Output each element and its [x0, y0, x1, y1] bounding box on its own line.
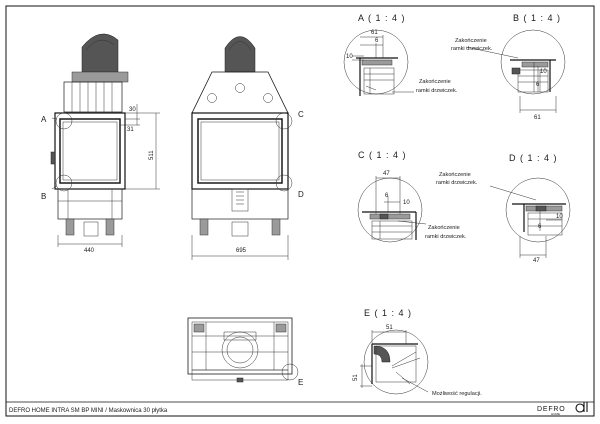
detail-C-dim-6: 6 [385, 193, 389, 199]
footer-caption: DEFRO HOME INTRA SM BP MINI / Maskownica… [9, 408, 168, 414]
front-height-dim: 511 [149, 150, 155, 160]
callout-circle-D [275, 174, 293, 192]
detail-E-dim-side: 51 [353, 374, 359, 381]
front-callout-B: B [41, 192, 46, 201]
top-view [187, 317, 299, 383]
detail-B-dim-6: 6 [536, 82, 540, 88]
front-width-dim: 440 [84, 248, 95, 254]
detail-D-dim-6: 6 [538, 224, 542, 230]
detail-E-title: E ( 1 : 4 ) [364, 308, 412, 318]
detail-E-dim-top: 51 [386, 325, 393, 331]
front-view [50, 33, 160, 247]
detail-A-title: A ( 1 : 4 ) [358, 13, 406, 23]
callout-circle-B [55, 174, 73, 192]
detail-C-dim-47: 47 [383, 171, 390, 177]
detail-C-note-line1: Zakończenie [428, 225, 460, 231]
detail-D-dim-47: 47 [533, 258, 540, 264]
detail-B-title: B ( 1 : 4 ) [513, 13, 561, 23]
detail-B-note-line1: Zakończenie [455, 38, 487, 44]
brand-logo-icon [575, 402, 588, 413]
detail-D [489, 177, 571, 258]
detail-A-dim-61: 61 [371, 30, 378, 36]
callout-circle-A [55, 112, 73, 130]
side-callout-C: C [298, 110, 304, 119]
detail-B-note-line2: ramki drzwiczek. [451, 46, 493, 52]
detail-B-dim-10: 10 [540, 69, 547, 75]
detail-C [357, 176, 427, 243]
detail-C-dim-10: 10 [403, 200, 410, 206]
detail-B [465, 29, 566, 113]
detail-A [343, 29, 414, 96]
front-callout-A: A [41, 115, 47, 124]
detail-A-note-line1: Zakończenie [419, 79, 451, 85]
detail-D-title: D ( 1 : 4 ) [509, 153, 558, 163]
detail-E-note: Możliwość regulacji. [432, 391, 482, 397]
detail-C-note-line2: ramki drzwiczek. [425, 234, 467, 240]
brand-logo-text: DEFRO [537, 406, 566, 413]
detail-B-dim-61: 61 [534, 115, 541, 121]
detail-A-dim-10: 10 [346, 54, 353, 60]
callout-circle-E [281, 363, 299, 381]
detail-D-note-line1: Zakończenie [439, 172, 471, 178]
side-width-dim: 695 [236, 248, 247, 254]
brand-logo-subtext: HOME [551, 412, 560, 416]
detail-D-note-line2: ramki drzwiczek. [436, 180, 478, 186]
side-view [191, 36, 293, 260]
detail-A-dim-6: 6 [375, 38, 379, 44]
detail-E [360, 329, 429, 395]
front-offset-side: 31 [127, 127, 134, 133]
drawing-border [5, 5, 595, 417]
front-offset-top: 30 [129, 107, 136, 113]
top-callout-E: E [298, 378, 303, 387]
detail-C-title: C ( 1 : 4 ) [358, 150, 407, 160]
detail-A-note-line2: ramki drzwiczek. [416, 88, 458, 94]
detail-D-dim-10: 10 [556, 214, 563, 220]
side-callout-D: D [298, 190, 304, 199]
callout-circle-C [275, 112, 293, 130]
